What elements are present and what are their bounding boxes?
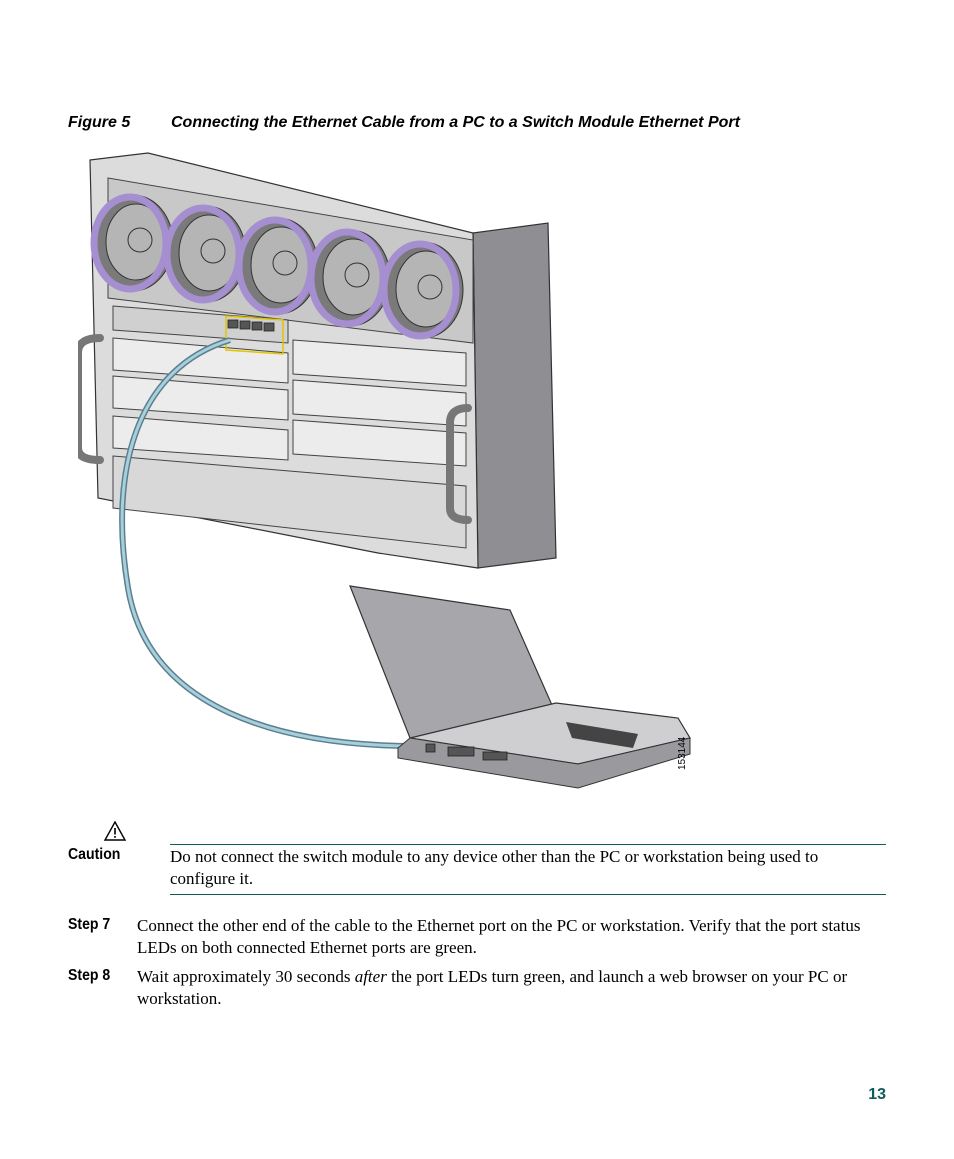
fan-4 [307,228,391,328]
figure-caption: Figure 5 Connecting the Ethernet Cable fr… [68,114,740,132]
caution-top-rule [170,844,886,845]
fan-2 [163,204,247,304]
step-8-text-a: Wait approximately 30 seconds [137,967,355,986]
switch-ethernet-ports [227,319,275,332]
page-number: 13 [868,1086,886,1103]
step-7-text: Connect the other end of the cable to th… [137,916,861,957]
step-8-emphasis: after [354,967,387,986]
fan-5 [380,240,464,340]
fans [90,193,464,340]
step-7-label: Step 7 [68,916,111,933]
left-handle [78,334,104,464]
right-handle [446,404,472,524]
fan-3 [235,216,319,316]
caution-icon [104,821,126,841]
caution-label: Caution [68,846,121,863]
chassis-laptop-illustration [78,152,691,789]
caution-bottom-rule [170,894,886,895]
chassis-side-panel [472,222,557,569]
figure-art-id: 153144 [677,736,688,770]
caution-text: Do not connect the switch module to any … [170,847,819,888]
figure-title: Connecting the Ethernet Cable from a PC … [171,114,740,131]
figure-number: Figure 5 [68,114,131,131]
laptop-keyboard [566,722,638,748]
step-8-label: Step 8 [68,967,111,984]
fan-1 [90,193,174,293]
laptop-ports [425,743,508,761]
step-8-text-b: the port LEDs turn green, and launch a w… [137,967,848,1008]
step-8-text: Wait approximately 30 seconds after the … [137,966,887,1010]
